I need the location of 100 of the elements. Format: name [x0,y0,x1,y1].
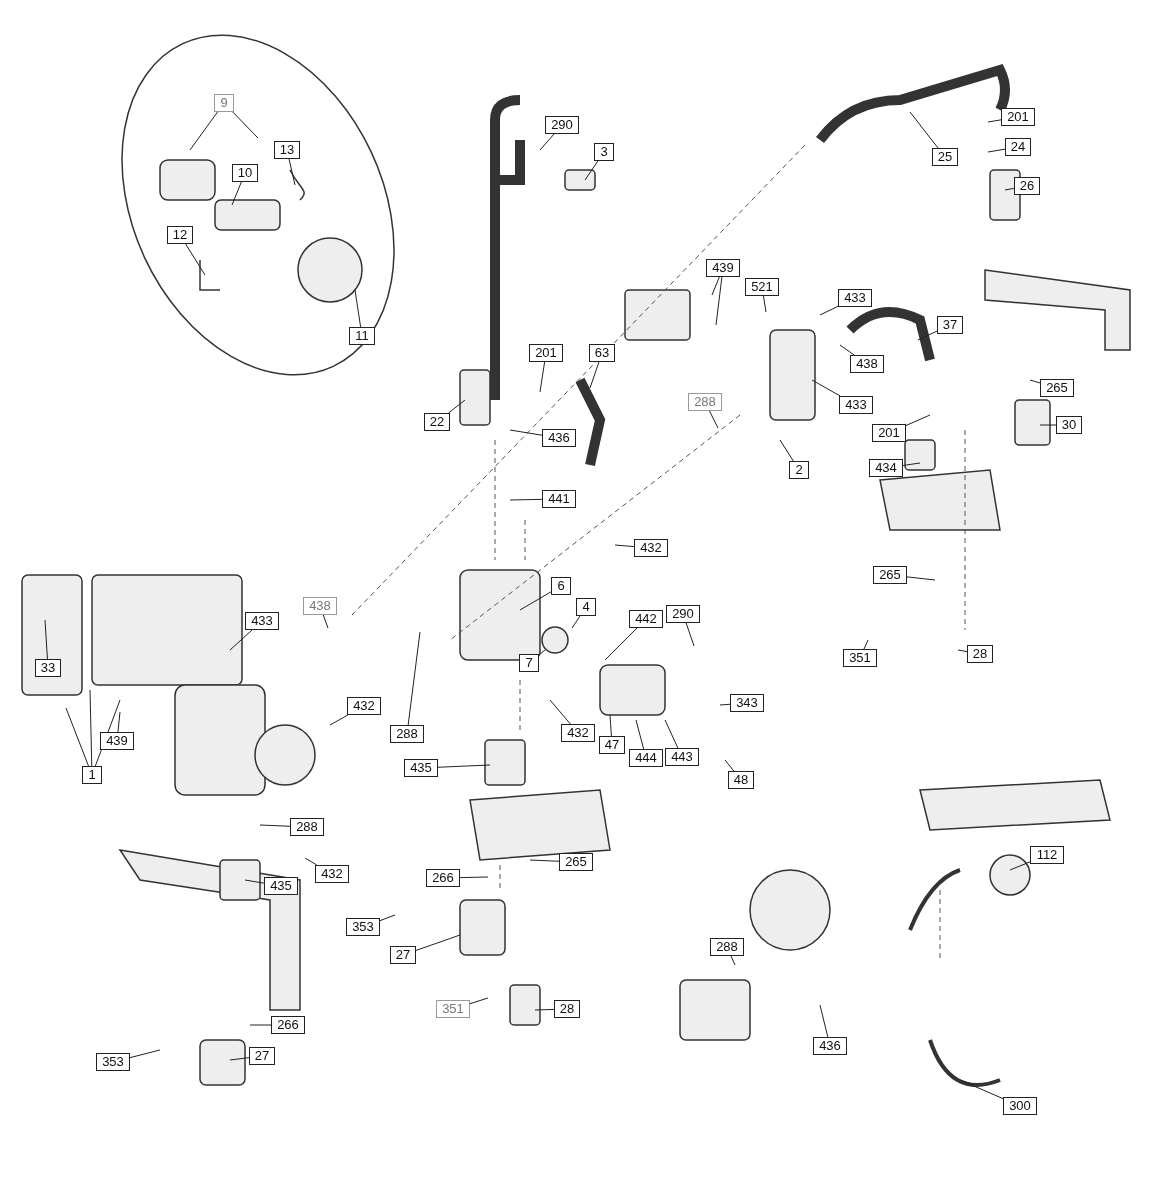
leader-line [584,160,599,181]
leader-line [89,689,93,767]
leader-line [437,764,491,768]
callout-number: 353 [346,918,380,936]
callout-number: 10 [232,164,258,182]
leader-line [664,719,679,749]
leader-line [229,629,253,651]
callout-number: 435 [264,877,298,895]
leader-line [534,1008,555,1011]
callout-number: 433 [245,612,279,630]
callout-number: 443 [665,748,699,766]
callout-number: 444 [629,749,663,767]
leader-line [1039,424,1057,426]
leader-line [811,379,841,397]
leader-line [129,1049,161,1059]
leader-line [44,619,48,660]
callout-number: 265 [1040,379,1074,397]
callout-number: 288 [390,725,424,743]
leader-line [959,1079,1004,1100]
leader-line [509,498,543,501]
leader-line [685,622,695,647]
leader-line [229,1057,250,1061]
callout-number: 300 [1003,1097,1037,1115]
callout-number: 441 [542,490,576,508]
leader-line [987,119,1002,123]
leader-line [819,1004,829,1038]
callout-number: 26 [1014,177,1040,195]
callout-number: 433 [838,289,872,307]
callout-number: 201 [872,424,906,442]
callout-number: 11 [349,327,375,345]
leader-line [65,707,89,767]
callout-number: 436 [542,429,576,447]
leader-line [549,699,571,725]
callout-number: 22 [424,413,450,431]
callout-number: 30 [1056,416,1082,434]
leader-line [863,639,869,650]
callout-number: 351 [436,1000,470,1018]
leader-line [957,649,968,653]
leader-line [839,344,855,356]
callout-number: 432 [634,539,668,557]
callout-number: 33 [35,659,61,677]
callout-number: 439 [100,732,134,750]
callout-number: 266 [271,1016,305,1034]
leader-line [189,111,218,151]
callout-number: 1 [82,766,102,784]
leader-line [539,133,555,151]
callout-number: 37 [937,316,963,334]
leader-line [329,714,349,726]
leader-line [779,439,794,462]
leader-line [231,181,242,206]
leader-line [1009,861,1031,871]
leader-line [539,361,546,393]
leader-line [232,111,259,139]
callout-number: 436 [813,1037,847,1055]
callout-number: 265 [559,853,593,871]
callout-number: 521 [745,278,779,296]
callout-number: 28 [554,1000,580,1018]
leader-line [917,330,938,341]
leader-line [185,243,206,276]
callout-number: 24 [1005,138,1031,156]
leader-line [604,627,638,661]
leader-line [715,276,723,326]
leader-line [407,631,421,726]
leader-line [379,914,396,922]
leader-line [1029,379,1041,384]
callout-number: 353 [96,1053,130,1071]
leader-line [117,711,121,733]
leader-line [635,719,645,750]
callout-number: 351 [843,649,877,667]
leader-line [571,615,581,629]
leader-line [730,955,736,966]
callout-number: 48 [728,771,754,789]
callout-number: 432 [347,697,381,715]
leader-line [609,714,612,737]
callout-number: 27 [249,1047,275,1065]
leader-line [304,857,318,866]
leader-line [509,429,543,436]
callout-number: 28 [967,645,993,663]
leader-line [469,997,489,1005]
callout-number: 290 [666,605,700,623]
leader-line [288,158,296,186]
leader-line [538,649,546,656]
leader-line [906,576,936,581]
callout-number: 434 [869,459,903,477]
callout-number: 343 [730,694,764,712]
callout-number: 438 [850,355,884,373]
callout-number: 63 [589,344,615,362]
leader-line [819,305,839,316]
callout-number: 435 [404,759,438,777]
callout-number: 112 [1030,846,1064,864]
callout-number: 442 [629,610,663,628]
leader-line [709,410,719,429]
callout-number: 439 [706,259,740,277]
callout-number: 13 [274,141,300,159]
leader-line [259,824,291,827]
leader-line [762,295,767,313]
callout-number: 7 [519,654,539,672]
leader-line [905,414,931,427]
callout-number: 47 [599,736,625,754]
callout-number: 438 [303,597,337,615]
